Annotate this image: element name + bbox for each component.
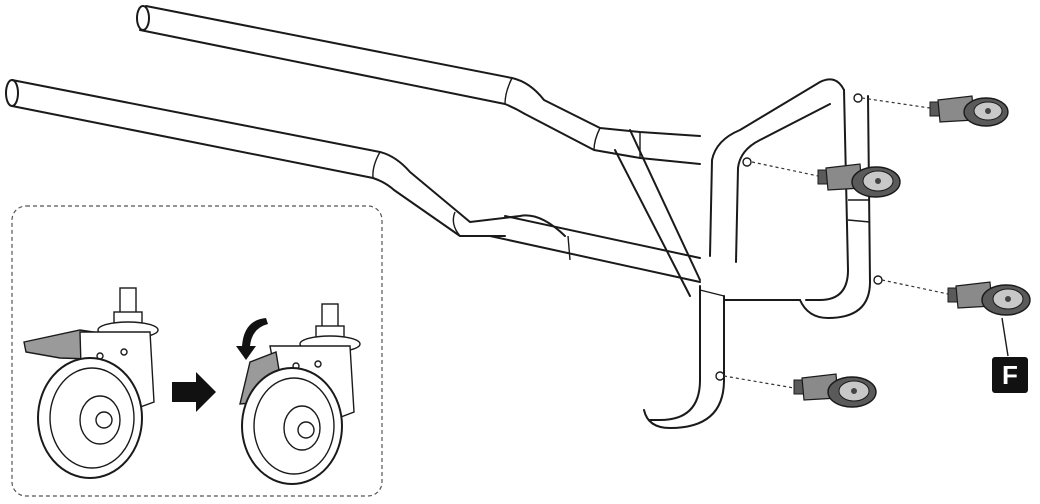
caster-brake-released — [23, 287, 159, 479]
front-handle-tube — [5, 79, 566, 237]
caster-wheel-1 — [929, 95, 1009, 127]
curved-arrow-icon — [236, 318, 268, 360]
back-handle-tube — [136, 5, 701, 165]
part-leader-line — [1001, 317, 1009, 357]
right-arrow-icon — [172, 372, 216, 412]
front-u-frame — [643, 78, 883, 429]
brake-detail-inset — [11, 205, 383, 497]
caster-wheel-4 — [793, 373, 877, 408]
caster-wheel-2 — [817, 163, 901, 198]
guide-lines — [723, 97, 949, 389]
caster-brake-engaged — [239, 303, 361, 485]
part-label-f: F — [992, 357, 1028, 393]
caster-wheel-3 — [947, 281, 1031, 316]
lower-bars — [489, 129, 701, 297]
